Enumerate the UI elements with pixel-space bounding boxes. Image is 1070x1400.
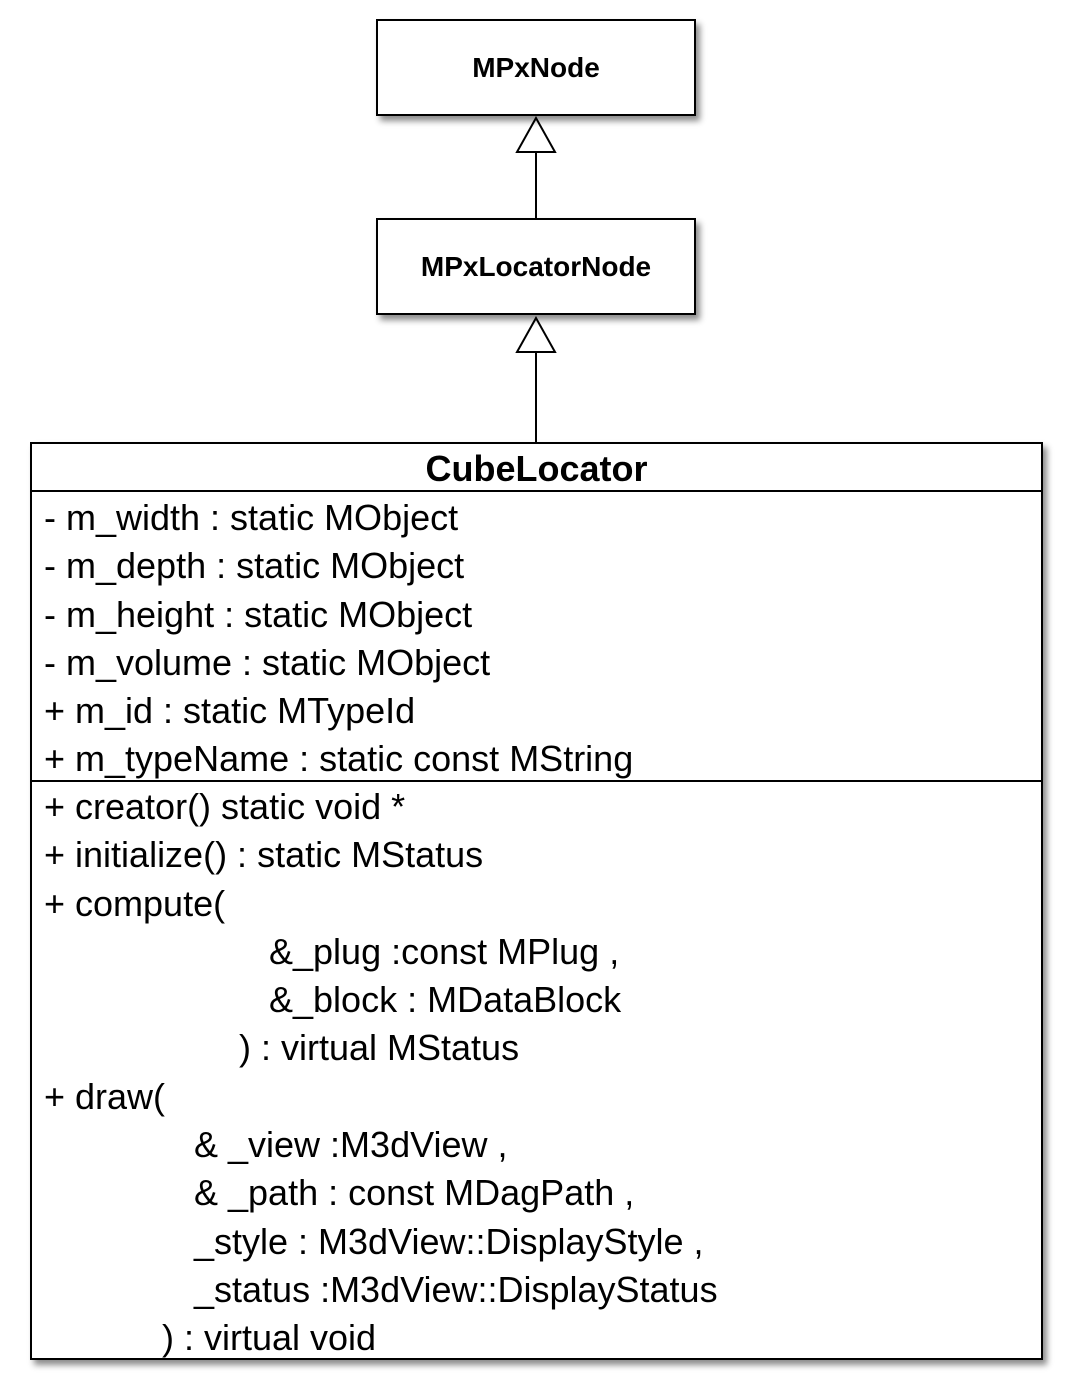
attribute-m-typename: + m_typeName : static const MString (44, 738, 634, 780)
operation-draw-open: + draw( (44, 1075, 166, 1117)
attribute-m-height: - m_height : static MObject (44, 593, 473, 635)
class-box-cubelocator[interactable]: CubeLocator - m_width : static MObject -… (30, 442, 1043, 1360)
attribute-m-width: - m_width : static MObject (44, 497, 459, 538)
generalization-arrowhead-locatornode (515, 315, 557, 353)
operation-draw-close: ) : virtual void (162, 1317, 377, 1359)
operation-creator: + creator() static void * (44, 786, 406, 827)
operation-compute-open: + compute( (44, 882, 226, 924)
operation-draw-param-style: _style : M3dView::DisplayStyle , (194, 1220, 704, 1262)
operation-compute-param-block: &_block : MDataBlock (269, 979, 622, 1021)
operation-draw-param-view: & _view :M3dView , (194, 1124, 508, 1166)
class-box-mpxnode[interactable]: MPxNode (376, 19, 696, 116)
class-box-mpxlocatornode[interactable]: MPxLocatorNode (376, 218, 696, 315)
attribute-m-id: + m_id : static MTypeId (44, 690, 416, 732)
class-name-mpxlocatornode: MPxLocatorNode (420, 250, 652, 282)
attributes-section: - m_width : static MObject - m_depth : s… (32, 492, 1041, 782)
operation-compute-param-plug: &_plug :const MPlug , (269, 930, 620, 972)
operation-initialize: + initialize() : static MStatus (44, 834, 484, 876)
generalization-arrowhead-node (515, 115, 557, 153)
operations-section: + creator() static void * + initialize()… (32, 782, 1041, 1363)
class-name-mpxnode: MPxNode (472, 51, 600, 83)
class-name-cubelocator: CubeLocator (32, 444, 1041, 492)
operation-draw-param-status: _status :M3dView::DisplayStatus (194, 1268, 718, 1310)
attribute-m-depth: - m_depth : static MObject (44, 545, 465, 587)
attribute-m-volume: - m_volume : static MObject (44, 641, 491, 683)
operation-compute-close: ) : virtual MStatus (239, 1027, 520, 1069)
operation-draw-param-path: & _path : const MDagPath , (194, 1172, 635, 1214)
